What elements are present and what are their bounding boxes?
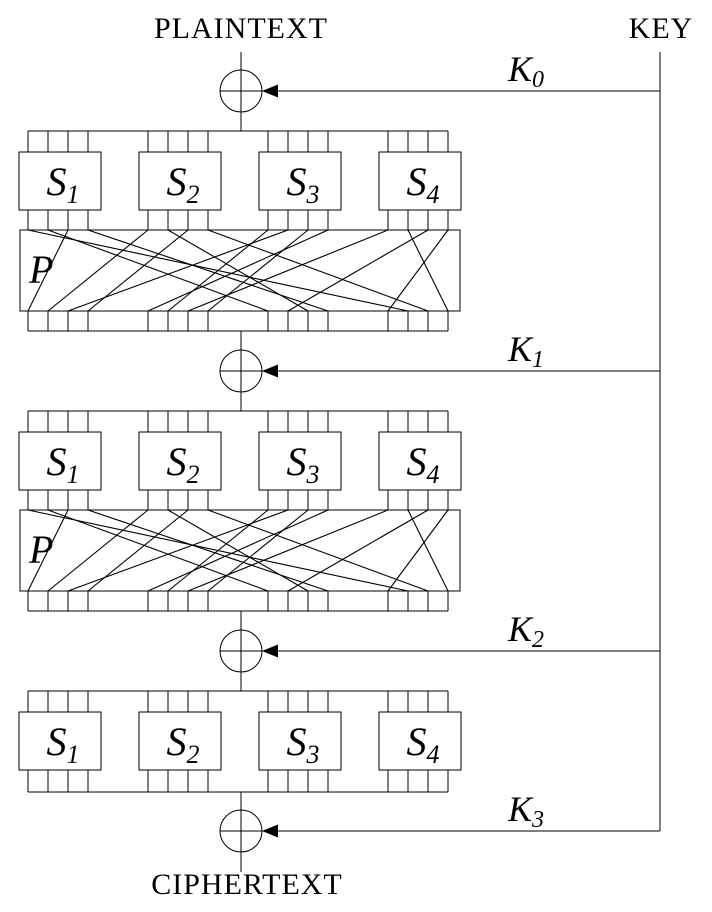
sbox bbox=[378, 151, 462, 211]
sbox-label: S4 bbox=[407, 719, 440, 769]
permutation-label: P bbox=[28, 247, 53, 292]
permutation-line bbox=[187, 229, 389, 312]
permutation-line bbox=[67, 509, 289, 592]
permutation-line bbox=[47, 509, 269, 592]
sbox-label: S3 bbox=[287, 439, 320, 489]
permutation-line bbox=[207, 509, 309, 592]
permutation-line bbox=[207, 229, 429, 312]
sbox-label: S4 bbox=[407, 159, 440, 209]
ciphertext-label: CIPHERTEXT bbox=[151, 868, 343, 901]
permutation-line bbox=[287, 229, 429, 312]
plaintext-label: PLAINTEXT bbox=[154, 12, 328, 45]
permutation-line bbox=[87, 509, 329, 592]
permutation-line bbox=[67, 229, 289, 312]
permutation-box bbox=[19, 229, 461, 312]
permutation-line bbox=[87, 229, 189, 312]
sbox bbox=[138, 711, 222, 771]
permutation-line bbox=[287, 509, 429, 592]
sbox bbox=[378, 711, 462, 771]
sbox bbox=[258, 711, 342, 771]
permutation-line bbox=[387, 229, 449, 312]
sbox-label: S1 bbox=[47, 439, 80, 489]
permutation-line bbox=[407, 509, 449, 592]
arrowhead-icon bbox=[262, 364, 278, 378]
permutation-line bbox=[27, 229, 69, 312]
sbox-label: S3 bbox=[287, 159, 320, 209]
permutation-line bbox=[87, 229, 329, 312]
sbox-label: S4 bbox=[407, 439, 440, 489]
sbox bbox=[18, 711, 102, 771]
sbox bbox=[258, 151, 342, 211]
sbox-label: S2 bbox=[167, 159, 200, 209]
sbox bbox=[18, 151, 102, 211]
key-label: KEY bbox=[628, 12, 694, 45]
permutation-line bbox=[47, 229, 269, 312]
arrowhead-icon bbox=[262, 644, 278, 658]
sbox bbox=[138, 431, 222, 491]
round-key-label: K1 bbox=[507, 329, 544, 373]
permutation-line bbox=[147, 229, 329, 312]
permutation-label: P bbox=[28, 527, 53, 572]
permutation-line bbox=[407, 229, 449, 312]
permutation-line bbox=[47, 509, 149, 592]
permutation-line bbox=[47, 229, 149, 312]
permutation-line bbox=[87, 509, 189, 592]
permutation-line bbox=[27, 509, 69, 592]
permutation-line bbox=[147, 509, 329, 592]
round-key-label: K2 bbox=[507, 609, 544, 653]
sbox-label: S3 bbox=[287, 719, 320, 769]
permutation-line bbox=[207, 229, 309, 312]
sbox bbox=[378, 431, 462, 491]
sbox-label: S1 bbox=[47, 719, 80, 769]
sbox-label: S2 bbox=[167, 719, 200, 769]
permutation-box bbox=[19, 509, 461, 592]
round-key-label: K3 bbox=[507, 789, 544, 833]
arrowhead-icon bbox=[262, 84, 278, 98]
permutation-line bbox=[387, 509, 449, 592]
sbox bbox=[258, 431, 342, 491]
sbox bbox=[138, 151, 222, 211]
sbox bbox=[18, 431, 102, 491]
permutation-line bbox=[207, 509, 429, 592]
sbox-label: S1 bbox=[47, 159, 80, 209]
arrowhead-icon bbox=[262, 824, 278, 838]
round-key-label: K0 bbox=[507, 49, 544, 93]
sbox-label: S2 bbox=[167, 439, 200, 489]
permutation-line bbox=[187, 509, 389, 592]
